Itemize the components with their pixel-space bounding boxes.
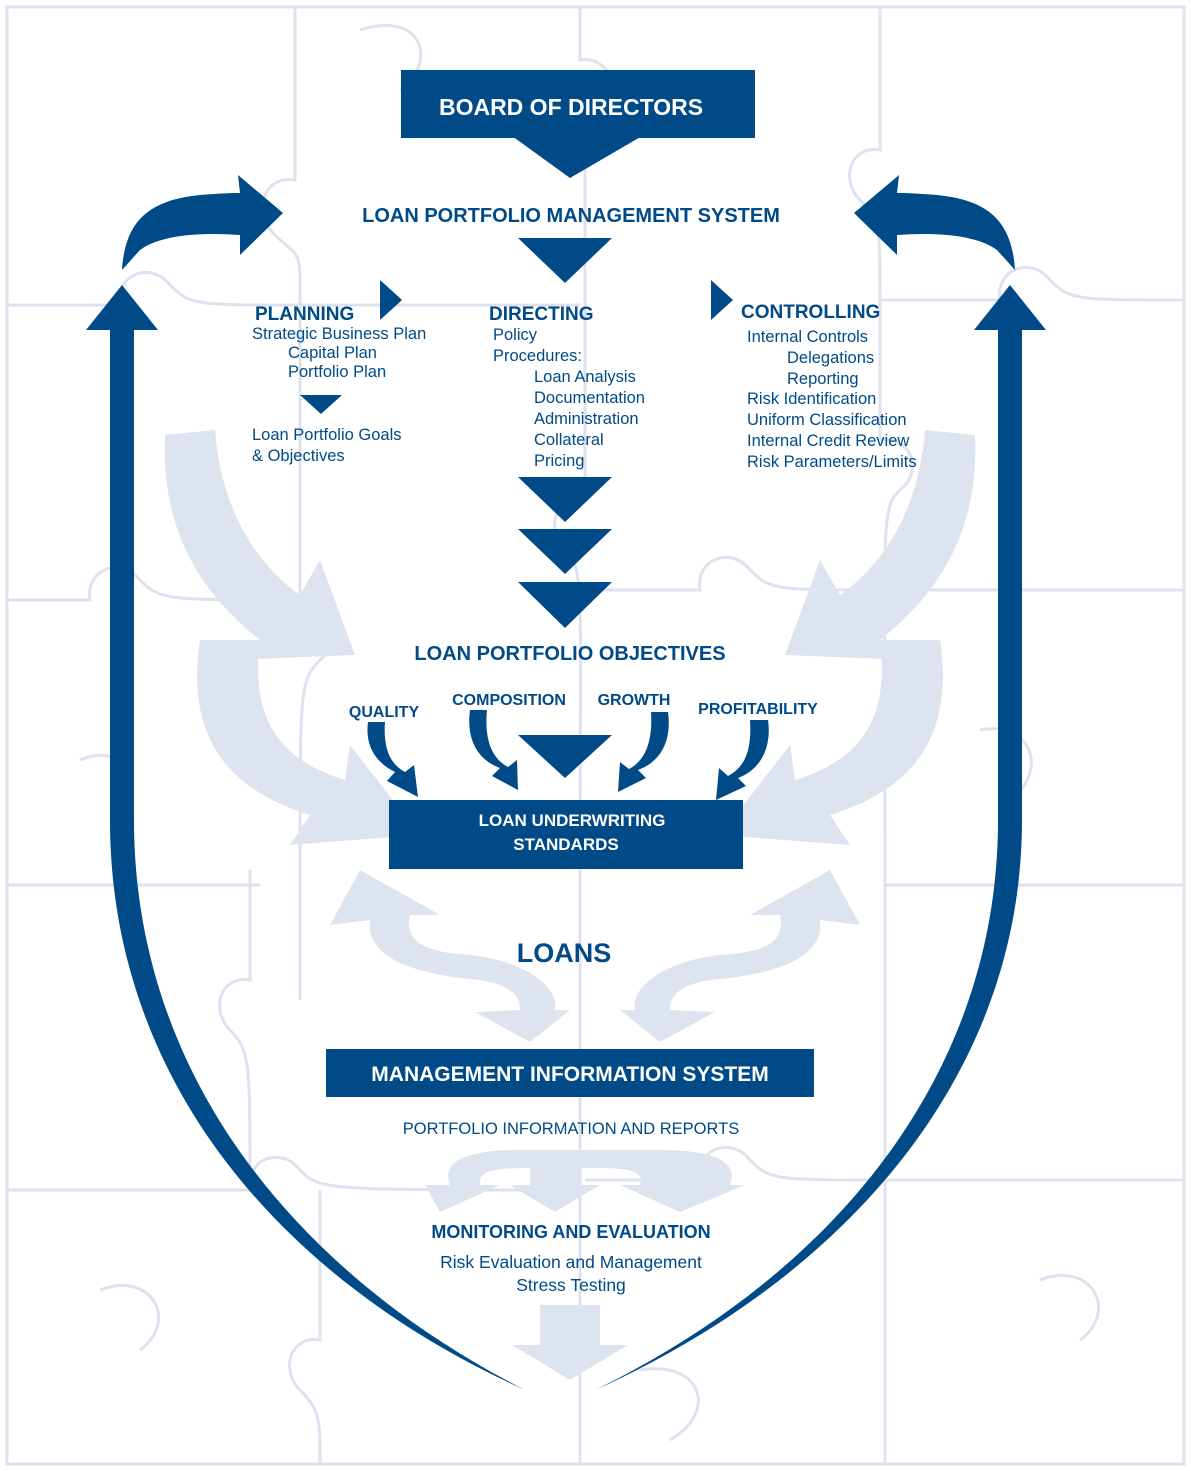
underwriting-line1: LOAN UNDERWRITING	[479, 811, 666, 830]
directing-proc-administration: Administration	[534, 410, 639, 428]
planning-down-arrow	[300, 395, 342, 414]
planning-item-capital: Capital Plan	[288, 344, 377, 362]
loans-label: LOANS	[517, 938, 612, 968]
planning-goals-line1: Loan Portfolio Goals	[252, 426, 402, 444]
controlling-item-internal-credit-review: Internal Credit Review	[747, 432, 909, 450]
monitoring-title: MONITORING AND EVALUATION	[431, 1222, 710, 1242]
objective-profitability: PROFITABILITY	[698, 701, 818, 718]
objective-arrows	[367, 710, 769, 800]
mis-subtitle: PORTFOLIO INFORMATION AND REPORTS	[403, 1120, 739, 1138]
monitoring-line1: Risk Evaluation and Management	[440, 1252, 702, 1272]
objective-composition: COMPOSITION	[452, 692, 566, 709]
mis-box	[326, 1049, 814, 1097]
directing-heading: DIRECTING	[489, 304, 594, 325]
controlling-item-internal-controls: Internal Controls	[747, 328, 868, 346]
objective-growth: GROWTH	[598, 692, 671, 709]
directing-item-procedures: Procedures:	[493, 347, 582, 365]
underwriting-line2: STANDARDS	[513, 835, 618, 854]
controlling-item-reporting: Reporting	[787, 370, 859, 388]
feedback-loop	[86, 175, 1046, 1390]
controlling-item-risk-parameters: Risk Parameters/Limits	[747, 453, 917, 471]
controlling-heading: CONTROLLING	[741, 302, 880, 323]
controlling-section: CONTROLLING Internal Controls Delegation…	[711, 280, 917, 471]
directing-proc-collateral: Collateral	[534, 431, 604, 449]
mis-box-group: MANAGEMENT INFORMATION SYSTEM	[326, 1049, 814, 1097]
planning-section: PLANNING Strategic Business Plan Capital…	[252, 280, 426, 465]
lpms-down-arrow	[518, 238, 612, 283]
controlling-item-delegations: Delegations	[787, 349, 874, 367]
directing-section: DIRECTING Policy Procedures: Loan Analys…	[489, 304, 645, 470]
directing-item-policy: Policy	[493, 326, 538, 344]
directing-proc-pricing: Pricing	[534, 452, 584, 470]
directing-down-arrows	[518, 477, 612, 628]
controlling-item-uniform-classification: Uniform Classification	[747, 411, 907, 429]
directing-proc-documentation: Documentation	[534, 389, 645, 407]
left-loop-arrow	[86, 285, 525, 1390]
board-label: BOARD OF DIRECTORS	[439, 94, 703, 120]
planning-heading: PLANNING	[255, 304, 354, 325]
right-top-curve-arrow	[854, 175, 1015, 270]
objective-quality: QUALITY	[349, 704, 420, 721]
objectives-center-down-arrow	[518, 735, 612, 778]
planning-item-portfolio: Portfolio Plan	[288, 363, 386, 381]
objectives-title: LOAN PORTFOLIO OBJECTIVES	[414, 643, 725, 665]
controlling-right-arrow	[711, 280, 733, 320]
planning-goals-line2: & Objectives	[252, 447, 345, 465]
underwriting-box	[389, 800, 743, 869]
monitoring-line2: Stress Testing	[516, 1275, 626, 1295]
underwriting-box-group: LOAN UNDERWRITING STANDARDS	[389, 800, 743, 869]
light-flow-arrows	[164, 430, 976, 1380]
mis-label: MANAGEMENT INFORMATION SYSTEM	[371, 1063, 768, 1086]
right-loop-arrow	[595, 285, 1046, 1390]
directing-proc-loan-analysis: Loan Analysis	[534, 368, 636, 386]
board-box	[401, 70, 755, 138]
planning-right-arrow	[380, 280, 402, 320]
board-down-arrow	[512, 136, 642, 178]
controlling-item-risk-identification: Risk Identification	[747, 390, 876, 408]
left-top-curve-arrow	[122, 175, 283, 270]
planning-item-strategic: Strategic Business Plan	[252, 325, 426, 343]
lpms-title: LOAN PORTFOLIO MANAGEMENT SYSTEM	[362, 205, 780, 227]
board-of-directors: BOARD OF DIRECTORS	[401, 70, 755, 178]
